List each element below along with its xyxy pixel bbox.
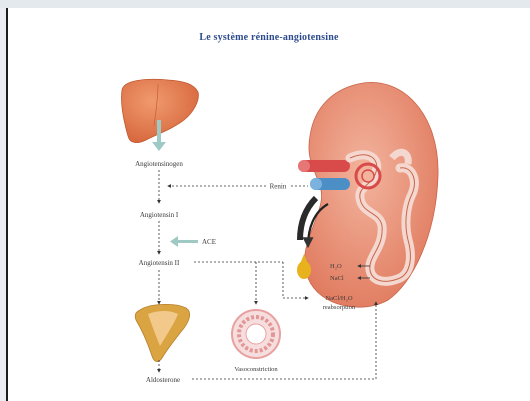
left-border [6,8,8,401]
label-vasoconstriction: Vasoconstriction [234,366,278,373]
label-renin: Renin [270,183,287,191]
label-h2o: H₂O [330,263,342,270]
label-reabsorption-line2: reabsorption [323,304,356,311]
label-reabsorption-line1: NaCl/H₂O [325,295,352,302]
adrenal-gland-icon [135,304,189,361]
label-angiotensin-2: Angiotensin II [139,259,180,267]
label-angiotensinogen: Angiotensinogen [135,160,183,168]
renin-angiotensin-diagram: Angiotensinogen Renin Angiotensin I ACE … [8,8,530,401]
ace-arrow [170,236,198,247]
top-frame [0,0,530,8]
kidney-icon [297,82,438,307]
diagram-panel: Le système rénine-angiotensine [8,8,530,401]
label-aldosterone: Aldosterone [146,376,180,384]
label-nacl: NaCl [330,275,344,282]
blood-vessel-icon [232,310,280,358]
label-angiotensin-1: Angiotensin I [140,211,179,219]
label-ace: ACE [202,238,216,246]
